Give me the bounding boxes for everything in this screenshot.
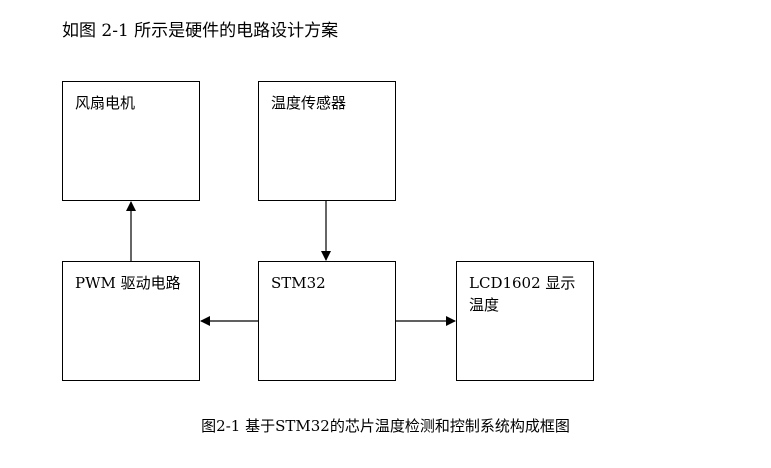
temperature-sensor-label: 温度传感器 xyxy=(271,94,347,112)
intro-text: 如图 2-1 所示是硬件的电路设计方案 xyxy=(62,21,339,41)
lcd-display-label: LCD1602 显示温度 xyxy=(469,274,576,314)
pwm-driver-label: PWM 驱动电路 xyxy=(75,274,181,292)
lcd-display-block: LCD1602 显示温度 xyxy=(456,261,594,381)
fan-motor-label: 风扇电机 xyxy=(75,94,136,112)
temperature-sensor-block: 温度传感器 xyxy=(258,81,396,201)
stm32-label: STM32 xyxy=(271,274,326,292)
pwm-driver-block: PWM 驱动电路 xyxy=(62,261,200,381)
fan-motor-block: 风扇电机 xyxy=(62,81,200,201)
figure-caption: 图2-1 基于STM32的芯片温度检测和控制系统构成框图 xyxy=(201,417,570,435)
stm32-block: STM32 xyxy=(258,261,396,381)
